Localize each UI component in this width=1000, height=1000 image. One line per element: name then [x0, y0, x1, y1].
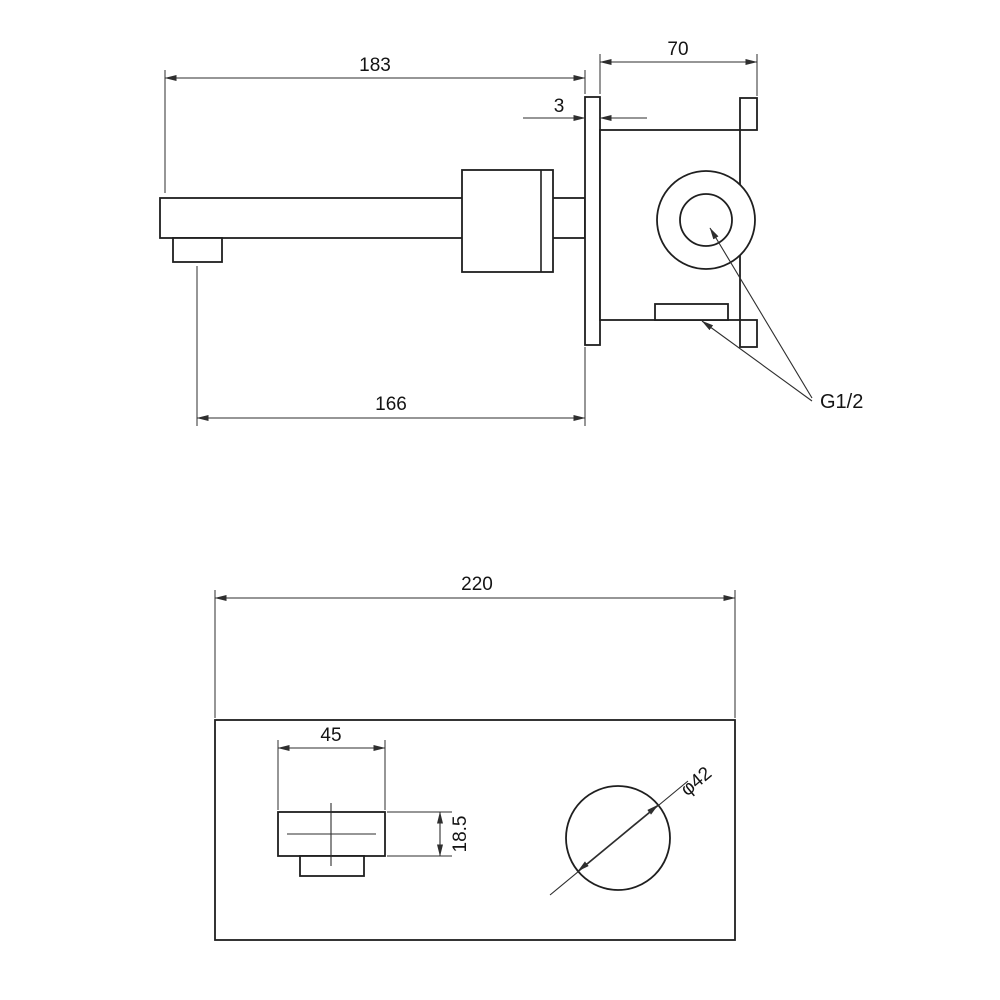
dim-spout-length-value: 183	[359, 55, 391, 76]
thread-callout: G1/2	[701, 227, 863, 413]
spout-nozzle	[172, 237, 223, 263]
dim-plate-width-value: 220	[461, 574, 493, 595]
thread-size-label: G1/2	[820, 391, 863, 413]
dim-plate-width: 220	[214, 574, 736, 718]
mounting-tab-top	[739, 97, 758, 131]
handle-base-front	[299, 855, 365, 877]
dim-handle-height-value: 18.5	[450, 816, 471, 853]
dim-body-depth-value: 70	[667, 39, 688, 60]
dim-body-depth: 70	[599, 39, 758, 96]
wall-plate-side	[584, 96, 601, 346]
diameter-line	[549, 780, 689, 896]
dim-handle-width-value: 45	[320, 725, 341, 746]
outlet-fitting	[654, 303, 729, 321]
diameter-arrow-line	[617, 804, 659, 839]
dim-plate-thickness: 3	[523, 96, 647, 121]
mounting-tab-bottom	[739, 319, 758, 348]
diameter-arrow-line	[577, 837, 619, 872]
leader-line	[701, 320, 813, 402]
dim-plate-thickness-value: 3	[554, 96, 565, 117]
spout-cover-flange	[461, 169, 554, 273]
dim-handle-height: 18.5	[387, 811, 471, 857]
front-view: 220 45 18.5 φ42	[214, 574, 736, 941]
top-view: 183 70 3 166 G1/2	[159, 39, 863, 426]
dim-spout-reach: 166	[196, 266, 586, 426]
dim-handle-width: 45	[277, 725, 386, 810]
leader-line	[709, 227, 813, 399]
dim-spout-reach-value: 166	[375, 394, 407, 415]
handle-inner-circle	[679, 193, 733, 247]
dim-spout-length: 183	[164, 55, 586, 193]
